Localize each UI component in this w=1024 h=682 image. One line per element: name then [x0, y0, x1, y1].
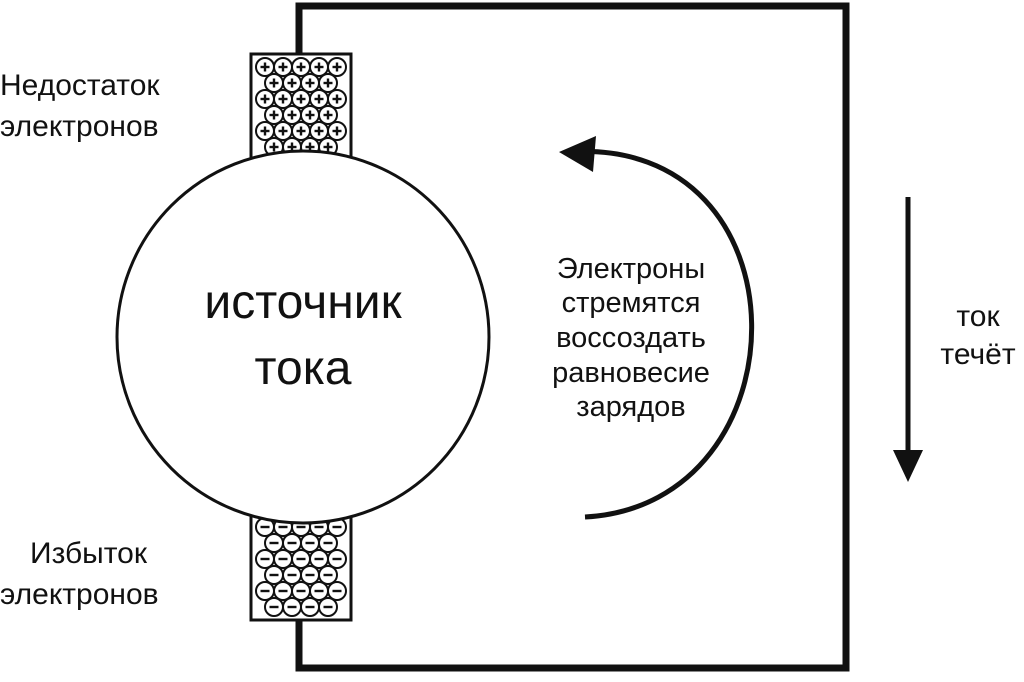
negative-charge-icon — [264, 565, 284, 585]
positive-charge-icon — [309, 89, 329, 109]
current-source-circle — [115, 149, 491, 525]
bottom-terminal-label-line-1: Избыток — [30, 537, 148, 570]
negative-charge-icon — [300, 565, 320, 585]
positive-charge-icon — [255, 89, 275, 109]
positive-charge-icon — [291, 121, 311, 141]
middle-label-line-4: равновесие — [552, 357, 710, 389]
middle-label-line-1: Электроны — [557, 253, 705, 285]
curved-arrow-head — [559, 136, 596, 172]
positive-charge-icon — [282, 105, 302, 125]
source-label-line-2: тока — [255, 342, 352, 395]
negative-charge-icon — [264, 597, 284, 617]
negative-charge-icon — [291, 549, 311, 569]
positive-charge-icon — [327, 121, 347, 141]
positive-charge-icon — [273, 121, 293, 141]
positive-charge-icon — [318, 73, 338, 93]
positive-charge-icon — [282, 73, 302, 93]
negative-charge-icon — [273, 581, 293, 601]
negative-charge-icon — [291, 581, 311, 601]
negative-charge-icon — [318, 565, 338, 585]
negative-charge-icon — [282, 597, 302, 617]
negative-charge-icon — [309, 549, 329, 569]
negative-charge-icon — [300, 533, 320, 553]
positive-charge-icon — [327, 89, 347, 109]
negative-charges-group — [255, 517, 347, 617]
negative-charge-icon — [327, 581, 347, 601]
negative-charge-icon — [318, 597, 338, 617]
electron-flow-curved-arrow — [567, 149, 755, 520]
positive-charge-icon — [309, 121, 329, 141]
positive-charge-icon — [264, 105, 284, 125]
positive-charge-icon — [309, 57, 329, 77]
negative-charge-icon — [255, 581, 275, 601]
negative-charge-icon — [282, 565, 302, 585]
top-terminal-label-line-2: электронов — [0, 110, 159, 143]
negative-charge-icon — [282, 533, 302, 553]
positive-charge-icon — [264, 73, 284, 93]
negative-charge-icon — [300, 597, 320, 617]
positive-charge-icon — [291, 57, 311, 77]
negative-charge-icon — [309, 581, 329, 601]
positive-charge-icon — [300, 73, 320, 93]
middle-label-line-5: зарядов — [576, 391, 685, 423]
positive-charge-icon — [300, 105, 320, 125]
current-label-line-2: течёт — [940, 338, 1015, 371]
circuit-wire — [295, 2, 850, 672]
positive-charge-icon — [327, 57, 347, 77]
middle-label-line-2: стремятся — [562, 287, 701, 319]
positive-charge-icon — [255, 57, 275, 77]
top-terminal-label-line-1: Недостаток — [0, 69, 160, 102]
positive-charge-icon — [255, 121, 275, 141]
bottom-terminal-label-line-2: электронов — [0, 578, 159, 611]
negative-charge-icon — [318, 533, 338, 553]
middle-label-line-3: воссоздать — [556, 322, 706, 354]
negative-charge-icon — [327, 549, 347, 569]
negative-charge-icon — [264, 533, 284, 553]
source-label-line-1: источник — [204, 276, 402, 329]
negative-charge-icon — [255, 549, 275, 569]
current-label-line-1: ток — [956, 300, 1000, 333]
positive-charge-icon — [273, 89, 293, 109]
positive-charge-icon — [318, 105, 338, 125]
positive-charge-icon — [273, 57, 293, 77]
current-direction-arrow-head — [893, 450, 923, 482]
positive-charge-icon — [291, 89, 311, 109]
negative-charge-icon — [273, 549, 293, 569]
